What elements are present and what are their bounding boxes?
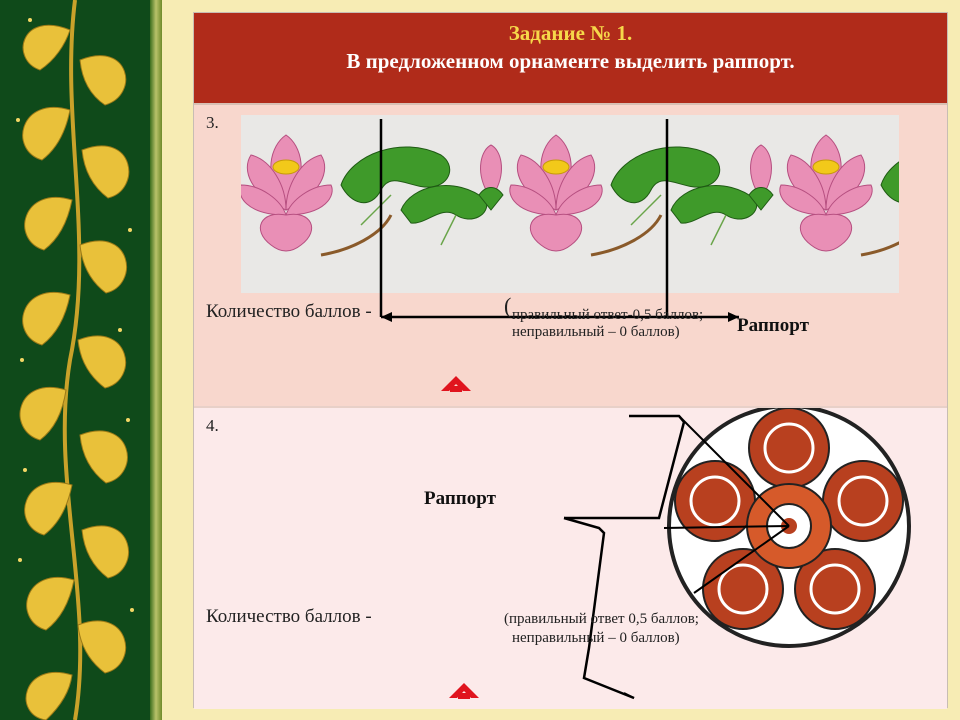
task-4-row: 4. Раппорт (194, 406, 947, 709)
task-4-score-label: Количество баллов - (206, 606, 372, 627)
task-3-rapport-label: Раппорт (737, 315, 809, 336)
slide-table: Задание № 1. В предложенном орнаменте вы… (193, 12, 948, 709)
page-subtitle: В предложенном орнаменте выделить раппор… (346, 49, 795, 73)
sidebar-edge (150, 0, 162, 720)
page-title: Задание № 1. (508, 21, 633, 45)
task-4-note-line2: неправильный – 0 баллов) (512, 630, 680, 646)
task-3-score-label: Количество баллов - (206, 301, 372, 322)
task-4-note-line1: (правильный ответ 0,5 баллов; (504, 611, 699, 627)
task-3-note-line2: неправильный – 0 баллов) (512, 324, 680, 340)
lotus-ornament-icon (241, 115, 899, 293)
up-arrow-icon[interactable] (439, 373, 473, 393)
task-3-row: 3. (194, 103, 947, 407)
task-4-number: 4. (206, 416, 219, 435)
decorative-sidebar (0, 0, 162, 720)
task-3-number: 3. (206, 113, 219, 132)
rapport-bracket-task-3 (379, 119, 739, 322)
task-4-rapport-label: Раппорт (424, 488, 496, 509)
task-3-note-bracket: ( (504, 293, 512, 318)
task-3-note-line1: правильный ответ-0,5 баллов; (512, 307, 704, 323)
up-arrow-icon[interactable] (447, 680, 481, 700)
celtic-knot-ornament-icon (563, 408, 911, 700)
header: Задание № 1. В предложенном орнаменте вы… (194, 13, 947, 103)
lotus-ornament-image (241, 115, 899, 293)
golden-leaf-ornament-icon (0, 0, 150, 720)
